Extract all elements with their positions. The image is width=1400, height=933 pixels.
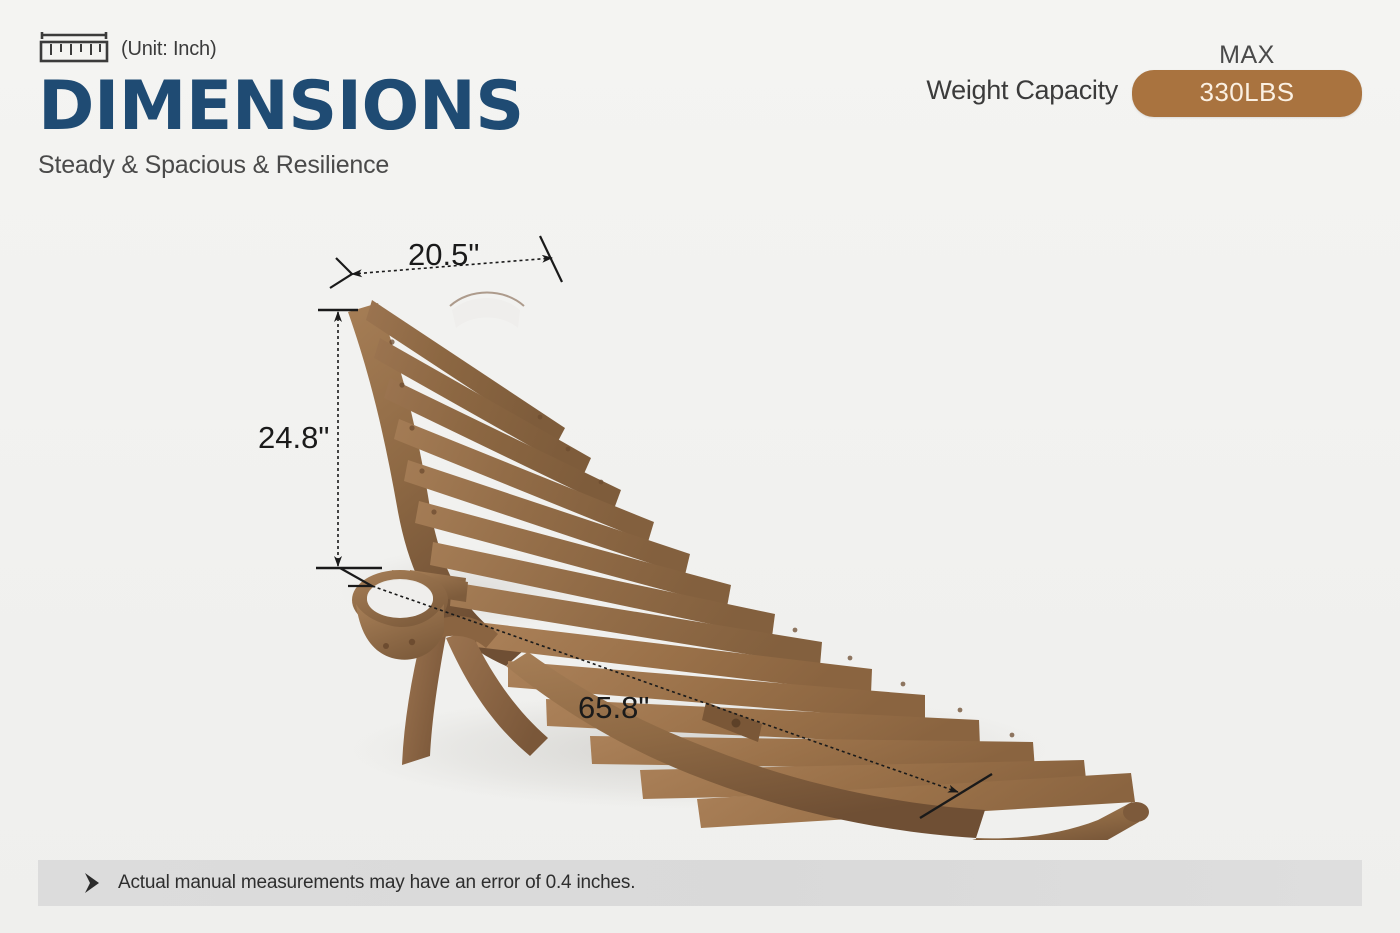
- weight-capacity-max-label: MAX: [1219, 41, 1275, 69]
- dimension-length-line: [371, 585, 959, 793]
- chair-rear-leg: [446, 630, 548, 756]
- chair-foot-end: [976, 802, 1139, 840]
- ruler-icon: [38, 31, 110, 68]
- unit-label: (Unit: Inch): [121, 37, 217, 60]
- dimension-length-tick-right: [919, 772, 993, 820]
- unit-row: (Unit: Inch): [38, 31, 738, 68]
- chair-cup-holder: [352, 570, 468, 660]
- weight-capacity-badge: 330LBS: [1132, 70, 1362, 118]
- dimension-length-65-8: 65.8": [371, 585, 993, 820]
- weight-capacity-label: Weight Capacity: [926, 75, 1118, 106]
- dimension-width-extension-left: [329, 257, 354, 289]
- page-subtitle: Steady & Spacious & Resilience: [38, 150, 390, 179]
- chaise-lounge-chair: [348, 291, 1149, 840]
- chair-foot-left: [972, 839, 984, 840]
- product-illustration-stage: 20.5" 24.8" 65.8": [0, 190, 1400, 840]
- disclaimer-bar: Actual manual measurements may have an e…: [38, 860, 1362, 906]
- triangle-right-icon: [82, 872, 102, 894]
- disclaimer-text: Actual manual measurements may have an e…: [118, 872, 636, 893]
- chair-handle-cutout: [449, 291, 525, 328]
- dimension-width-tick-right: [539, 235, 563, 283]
- chair-backrest-slats: [366, 300, 731, 607]
- dimension-length-label: 65.8": [578, 690, 649, 725]
- weight-capacity-stack: MAX 330LBS: [1132, 41, 1362, 118]
- dimension-height-24-8: 24.8": [258, 308, 382, 588]
- weight-capacity-block: Weight Capacity MAX 330LBS: [926, 41, 1362, 118]
- page-title: DIMENSIONS: [38, 67, 524, 146]
- header-block: (Unit: Inch) DIMENSIONS Steady & Spaciou…: [38, 31, 738, 180]
- dimension-width-label: 20.5": [408, 237, 479, 272]
- chair-side-rail: [506, 652, 985, 838]
- dimension-width-20-5: 20.5": [329, 235, 563, 289]
- chair-foot-right: [1123, 802, 1149, 822]
- dimension-height-label: 24.8": [258, 420, 329, 455]
- chair-front-leg: [402, 626, 447, 765]
- chair-screw-dots: [389, 339, 1015, 738]
